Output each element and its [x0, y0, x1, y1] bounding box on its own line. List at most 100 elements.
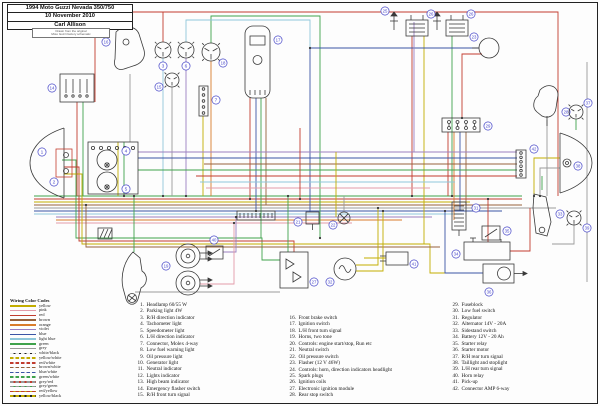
- legend-item: 39.L/H rear turn signal: [446, 366, 509, 372]
- component-number-badge: [573, 161, 583, 171]
- legend-item-number: 1.: [140, 302, 144, 308]
- component-number-badge: [49, 177, 59, 187]
- component-number: 37: [586, 101, 591, 106]
- legend-item-label: Starter motor: [461, 347, 490, 354]
- wire-blue: [444, 211, 483, 274]
- color-swatch: [10, 309, 36, 312]
- color-code-row: light blue: [10, 336, 61, 342]
- color-swatch: [10, 371, 36, 374]
- wire-junction: [450, 194, 454, 198]
- legend-item: 36.Starter motor: [446, 347, 509, 353]
- legend-item-number: 23.: [289, 360, 296, 367]
- component-number-badge: [161, 261, 171, 271]
- legend-item-number: 39.: [452, 366, 459, 373]
- color-name: brown: [39, 316, 50, 322]
- rear-stop-switch: 28: [533, 85, 571, 126]
- legend-item: 4.Tachometer light: [131, 321, 200, 327]
- legend-item: 27.Electronic ignition module: [283, 386, 392, 392]
- legend-item-number: 22.: [289, 353, 296, 360]
- color-swatch: [10, 333, 36, 336]
- lh-direction-indicator: 6: [177, 41, 195, 71]
- legend-item-number: 25.: [289, 372, 296, 379]
- color-name: pink: [39, 307, 47, 313]
- legend-item: 23.Flasher (12 V 46W): [283, 360, 392, 366]
- color-swatch: [10, 366, 36, 369]
- legend-item-label: Tachometer light: [146, 321, 182, 328]
- color-swatch: [10, 305, 36, 307]
- legend-item-label: Low fuel warning light: [146, 347, 195, 354]
- component-number: 16: [104, 40, 109, 45]
- component-number: 17: [276, 38, 281, 43]
- oil-pressure-switch: 22: [328, 211, 351, 230]
- component-number: 6: [185, 64, 188, 70]
- color-name: grey/red: [39, 378, 54, 384]
- legend-item-label: Generator light: [146, 359, 179, 366]
- color-name: yellow: [39, 302, 51, 308]
- legend-item-label: Parking light 4W: [146, 308, 183, 315]
- legend-item-number: 32.: [452, 321, 459, 328]
- legend-item: 10.Generator light: [131, 360, 200, 366]
- connector: [236, 210, 276, 221]
- component-number-badge: [555, 209, 565, 219]
- color-name: red/white: [39, 359, 56, 365]
- legend-item-number: 17.: [289, 321, 296, 328]
- legend-item-label: R/H direction indicator: [146, 314, 195, 321]
- amp-connector: 42: [515, 144, 539, 179]
- legend-item: 3.R/H direction indicator: [131, 315, 200, 321]
- color-name: yellow/black: [39, 392, 62, 398]
- component-number-badge: [37, 147, 47, 157]
- legend-item-number: 42.: [452, 385, 459, 392]
- legend-item-number: 16.: [289, 315, 296, 321]
- ignition-module: 27: [279, 251, 319, 289]
- tachometer-light: 4: [96, 146, 131, 171]
- wire-grey: [539, 167, 560, 196]
- rh-direction-indicator: 3: [154, 41, 172, 71]
- component-number: 38: [576, 164, 581, 169]
- fine-print-line2: Moto Guzzi factory schematic: [51, 31, 91, 36]
- color-swatch: [10, 395, 36, 397]
- legend-item-label: Connector AMP 6-way: [461, 385, 510, 392]
- component-number-badge: [451, 249, 461, 259]
- color-swatch: [10, 385, 36, 388]
- color-name: red: [39, 312, 45, 317]
- legend-item: 24.Controls: horn, direction indicators …: [283, 367, 393, 373]
- component-number-badge: [121, 146, 131, 156]
- legend-item-number: 30.: [452, 308, 459, 315]
- color-name: white/black: [39, 350, 60, 355]
- wire-green: [210, 15, 321, 238]
- legend-item: 31.Regulator: [446, 315, 509, 321]
- component-number: 36: [487, 290, 492, 295]
- component-number-badge: [380, 6, 390, 16]
- color-code-row: yellow/white: [10, 355, 61, 361]
- legend-item-number: 34.: [452, 334, 459, 341]
- color-code-row: orange: [10, 321, 61, 328]
- component-number-badge: [583, 98, 593, 108]
- color-code-row: red/yellow: [10, 388, 61, 394]
- component-number: 23: [472, 35, 477, 40]
- component-number-badge: [582, 223, 592, 233]
- legend-item: 33.Sidestand switch: [446, 328, 509, 334]
- legend-item-label: Oil pressure switch: [298, 353, 339, 360]
- component-number-badge: [502, 226, 512, 236]
- starter-motor: 36: [482, 263, 528, 297]
- component-number-badge: [484, 287, 494, 297]
- legend-item-number: 36.: [452, 347, 459, 354]
- color-code-row: yellow/black: [10, 392, 62, 399]
- color-name: orange: [39, 321, 51, 327]
- legend-item-number: 14.: [137, 385, 144, 392]
- wire-junction: [443, 209, 447, 213]
- wire-junction: [298, 197, 302, 201]
- wire-yellow: [356, 211, 384, 272]
- color-code-row: green: [10, 340, 61, 347]
- wire-violet: [223, 217, 237, 253]
- regulator: 31: [451, 201, 481, 236]
- component-number: 22: [331, 223, 336, 228]
- component-number: 26: [429, 12, 434, 17]
- starter-relay: 35: [481, 225, 512, 241]
- color-name: green: [39, 340, 49, 346]
- color-code-row: pink: [10, 307, 61, 313]
- legend-item-label: Horns, two tone: [298, 334, 332, 341]
- taillight: 38: [559, 132, 593, 194]
